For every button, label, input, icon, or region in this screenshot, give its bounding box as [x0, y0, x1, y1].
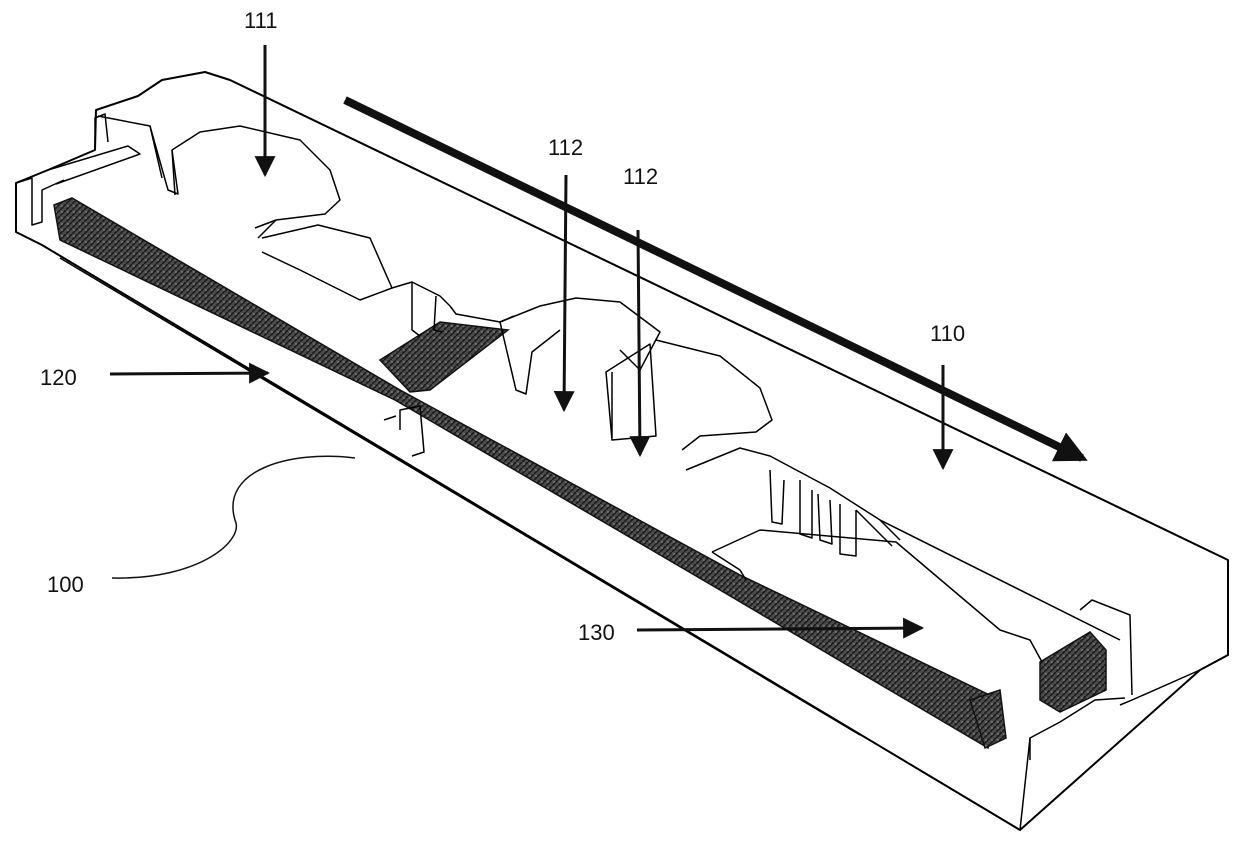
label-112-second: 112: [623, 164, 658, 189]
channel-surface: [262, 225, 514, 336]
housing-outline: [16, 72, 1228, 830]
leader-arrow-130: [637, 628, 922, 630]
pad-strip-120: [54, 198, 1106, 748]
label-112-first: 112: [548, 135, 583, 160]
flow-direction-arrow: [345, 100, 1082, 458]
leader-arrow-120: [110, 373, 268, 374]
label-100: 100: [47, 572, 84, 597]
label-130: 130: [578, 620, 615, 645]
label-110: 110: [930, 321, 965, 346]
label-111: 111: [244, 8, 277, 33]
leader-arrow-112b: [638, 230, 640, 455]
leader-curve-100: [112, 456, 355, 578]
leader-arrow-112a: [564, 175, 566, 410]
well-111: [98, 116, 340, 238]
label-120: 120: [40, 365, 77, 390]
